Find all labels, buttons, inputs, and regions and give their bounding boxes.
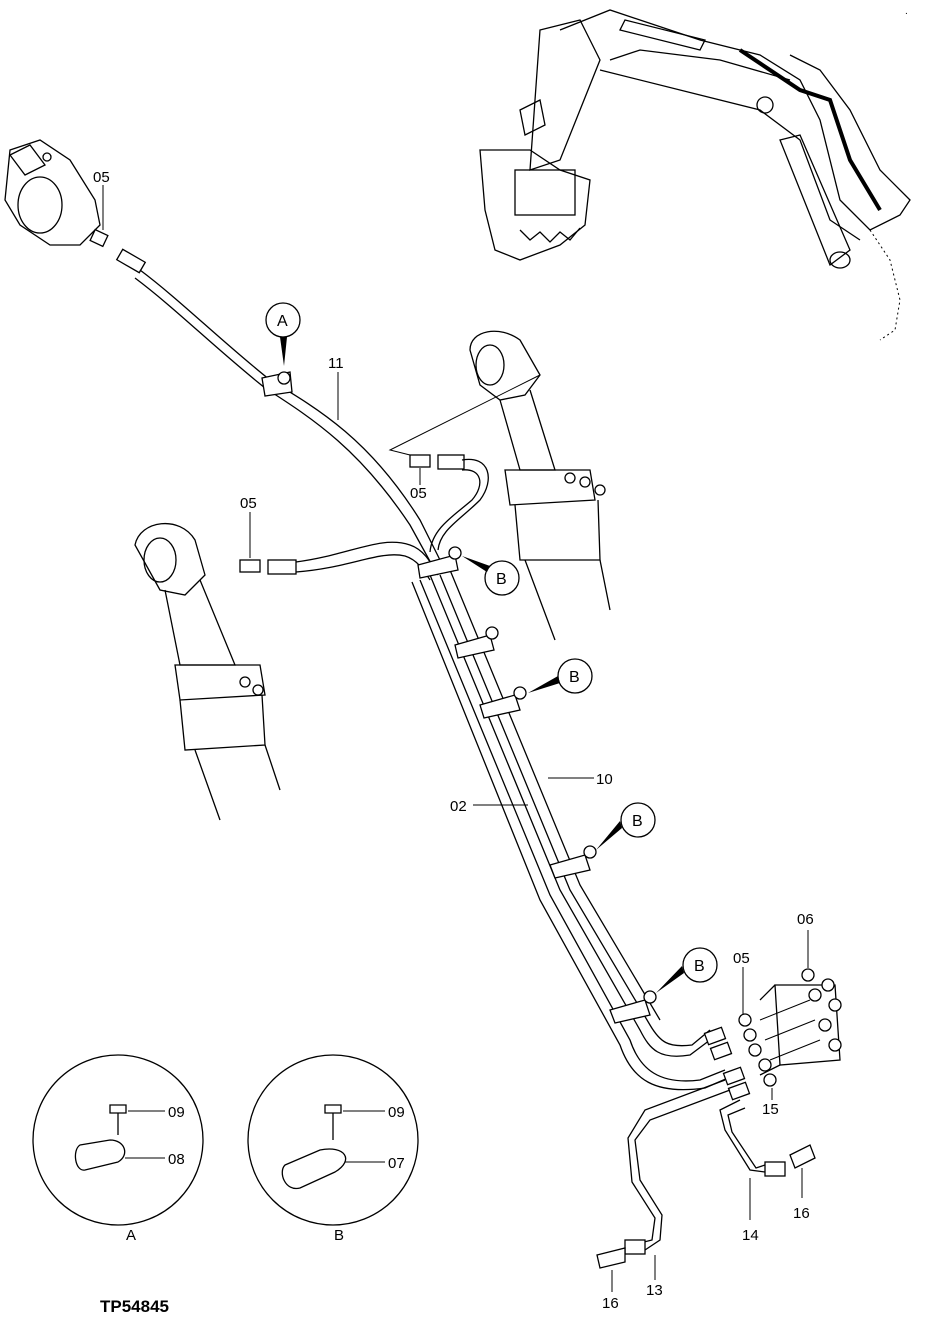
callout-b-1-letter: B [496,571,507,588]
callout-b-4-letter: B [694,958,705,975]
fitting-05-upper: 05 [89,169,110,248]
label-07: 07 [388,1155,405,1172]
label-16-lower: 16 [602,1295,619,1312]
callout-b-3-letter: B [632,813,643,830]
label-02: 02 [450,798,467,815]
label-15: 15 [762,1101,779,1118]
label-11: 11 [328,355,344,372]
detail-a-label: A [126,1227,136,1244]
label-05-upper: 05 [93,169,110,186]
bundle-clamp-3 [479,686,527,719]
label-09-b: 09 [388,1104,405,1121]
detail-b-label: B [334,1227,344,1244]
pipe-13: 13 16 [596,1079,731,1312]
callout-b-2: B [528,658,593,694]
detail-view-a: 09 08 A [32,1054,204,1244]
callout-a: A [265,302,301,366]
right-cylinder [469,330,611,641]
callout-b-3: B [596,802,656,850]
label-05-mid: 05 [410,485,427,502]
valve-block [738,968,842,1087]
callout-b-2-letter: B [569,669,580,686]
fitting-05-mid: 05 [409,454,465,502]
hose-11: 11 [115,248,441,566]
fittings-bundle-end [703,1026,751,1101]
label-05-valve: 05 [733,950,750,967]
label-14: 14 [742,1227,759,1244]
left-cylinder [134,523,281,821]
upper-pivot-bracket [4,139,101,246]
figure-code: TP54845 [100,1297,169,1316]
pipe-14: 14 16 [719,1099,816,1244]
callout-a-letter: A [277,313,288,330]
label-08: 08 [168,1151,185,1168]
bundle-clamp-4 [549,845,597,879]
clamp-a [261,371,293,397]
label-06: 06 [797,911,814,928]
bundle-clamp-2 [454,626,499,659]
main-hose-bundle [411,569,729,1091]
callout-b-4: B [656,947,718,993]
fitting-05-left: 05 [239,495,297,575]
excavator-overview: . [479,6,911,341]
label-10: 10 [596,771,613,788]
label-16-right: 16 [793,1205,810,1222]
bundle-clamp-5 [609,990,657,1024]
svg-text:.: . [905,6,908,17]
label-09-a: 09 [168,1104,185,1121]
label-13: 13 [646,1282,663,1299]
bundle-clamp-1 [417,546,462,579]
callout-b-1: B [462,556,520,596]
detail-view-b: 09 07 B [247,1054,419,1244]
label-05-left: 05 [240,495,257,512]
